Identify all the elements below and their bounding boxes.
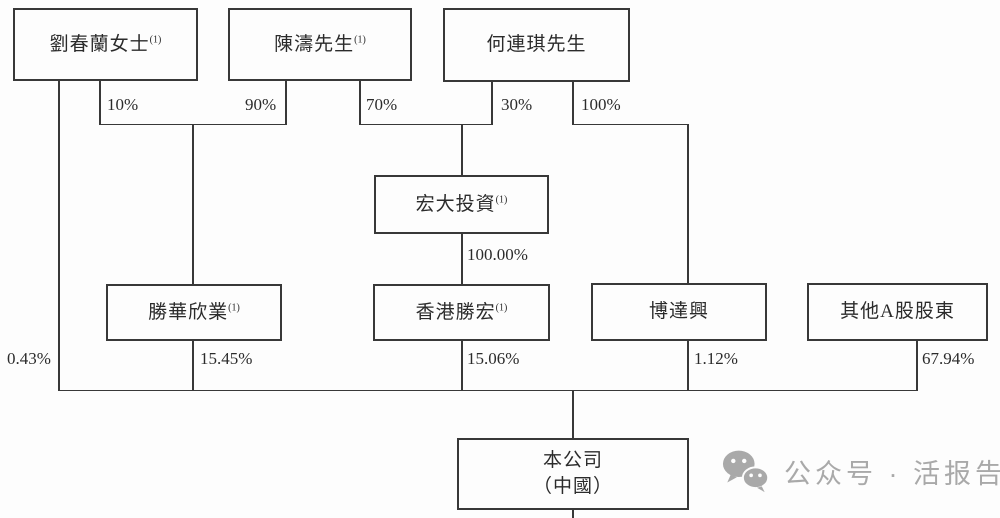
company-country-line: （中國）	[532, 476, 613, 497]
connector-bodaxing-drop-line	[687, 124, 689, 283]
pct-hongda-hksheng: 100.00%	[467, 245, 528, 264]
pct-hksheng-company: 15.06%	[467, 349, 520, 368]
company-name-line: 本公司	[542, 450, 603, 472]
pct-bodaxing-company: 1.12%	[694, 349, 738, 368]
node-label-text: 其他A股股東	[840, 301, 955, 323]
node-label-text: 宏大投資	[415, 193, 496, 215]
connector-hongda-rail	[359, 123, 493, 125]
footnote-marker: (1)	[354, 34, 366, 46]
footnote-marker: (1)	[495, 194, 508, 206]
node-label: 何連琪先生	[486, 32, 586, 58]
connector-chen-70pct-line	[359, 81, 361, 125]
pct-liu-company: 0.43%	[7, 349, 51, 368]
node-label: 陳濤先生(1)	[274, 32, 366, 58]
node-label: 香港勝宏(1)	[416, 300, 508, 326]
connector-liu-10pct-line	[99, 81, 101, 125]
node-label: 勝華欣業(1)	[148, 300, 240, 326]
footnote-marker: (1)	[495, 302, 508, 314]
watermark: 公众号 · 活报告	[720, 448, 1000, 494]
node-label-text: 劉春蘭女士	[49, 33, 150, 55]
connector-shenghua-drop-line	[192, 124, 194, 284]
wechat-icon	[720, 448, 770, 494]
connector-bus-line	[58, 389, 918, 391]
connector-he-30pct-line	[491, 82, 493, 125]
connector-hongda-drop-line	[461, 124, 463, 175]
node-chen-tao: 陳濤先生(1)	[228, 8, 412, 81]
node-label-text: 勝華欣業	[148, 301, 229, 323]
connector-bodaxing-rail	[572, 123, 689, 125]
node-label: 其他A股股東	[840, 299, 955, 325]
pct-he-hongda: 30%	[501, 95, 533, 114]
node-label: 宏大投資(1)	[416, 192, 508, 218]
pct-chen-shenghua: 90%	[245, 95, 277, 114]
node-label: 博達興	[649, 299, 709, 325]
node-bodaxing: 博達興	[591, 283, 767, 341]
node-other-a-shareholders: 其他A股股東	[807, 283, 988, 341]
node-label-text: 陳濤先生	[274, 33, 355, 55]
pct-shenghua-company: 15.45%	[200, 349, 253, 368]
connector-hongda-hksheng-line	[461, 233, 463, 284]
pct-he-bodaxing: 100%	[581, 95, 621, 114]
connector-hksheng-bus-line	[461, 341, 463, 391]
connector-liu-direct-line	[58, 81, 60, 391]
footnote-marker: (1)	[149, 34, 162, 46]
node-label-text: 香港勝宏	[415, 301, 496, 323]
connector-company-tail-line	[572, 510, 574, 518]
node-he-lian-qi: 何連琪先生	[443, 8, 630, 82]
node-label: 劉春蘭女士(1)	[50, 32, 162, 58]
node-hongda-investment: 宏大投資(1)	[374, 175, 549, 234]
connector-othera-bus-line	[916, 341, 918, 391]
connector-bodaxing-bus-line	[687, 341, 689, 391]
connector-shenghua-bus-line	[192, 341, 194, 391]
node-hongkong-shenghong: 香港勝宏(1)	[373, 284, 550, 341]
node-the-company: 本公司 （中國）	[457, 438, 689, 510]
footnote-marker: (1)	[228, 302, 240, 314]
pct-liu-shenghua: 10%	[107, 95, 139, 114]
watermark-text: 公众号 · 活报告	[784, 458, 1000, 489]
node-label-text: 博達興	[648, 301, 709, 323]
connector-bus-company-line	[572, 390, 574, 438]
pct-chen-hongda: 70%	[366, 95, 398, 114]
node-shenghua-xinye: 勝華欣業(1)	[106, 284, 282, 341]
connector-chen-90pct-line	[285, 81, 287, 125]
connector-he-100pct-line	[572, 82, 574, 125]
pct-othera-company: 67.94%	[922, 349, 975, 368]
node-liu-chun-lan: 劉春蘭女士(1)	[13, 8, 198, 81]
node-label-text: 何連琪先生	[486, 34, 587, 56]
